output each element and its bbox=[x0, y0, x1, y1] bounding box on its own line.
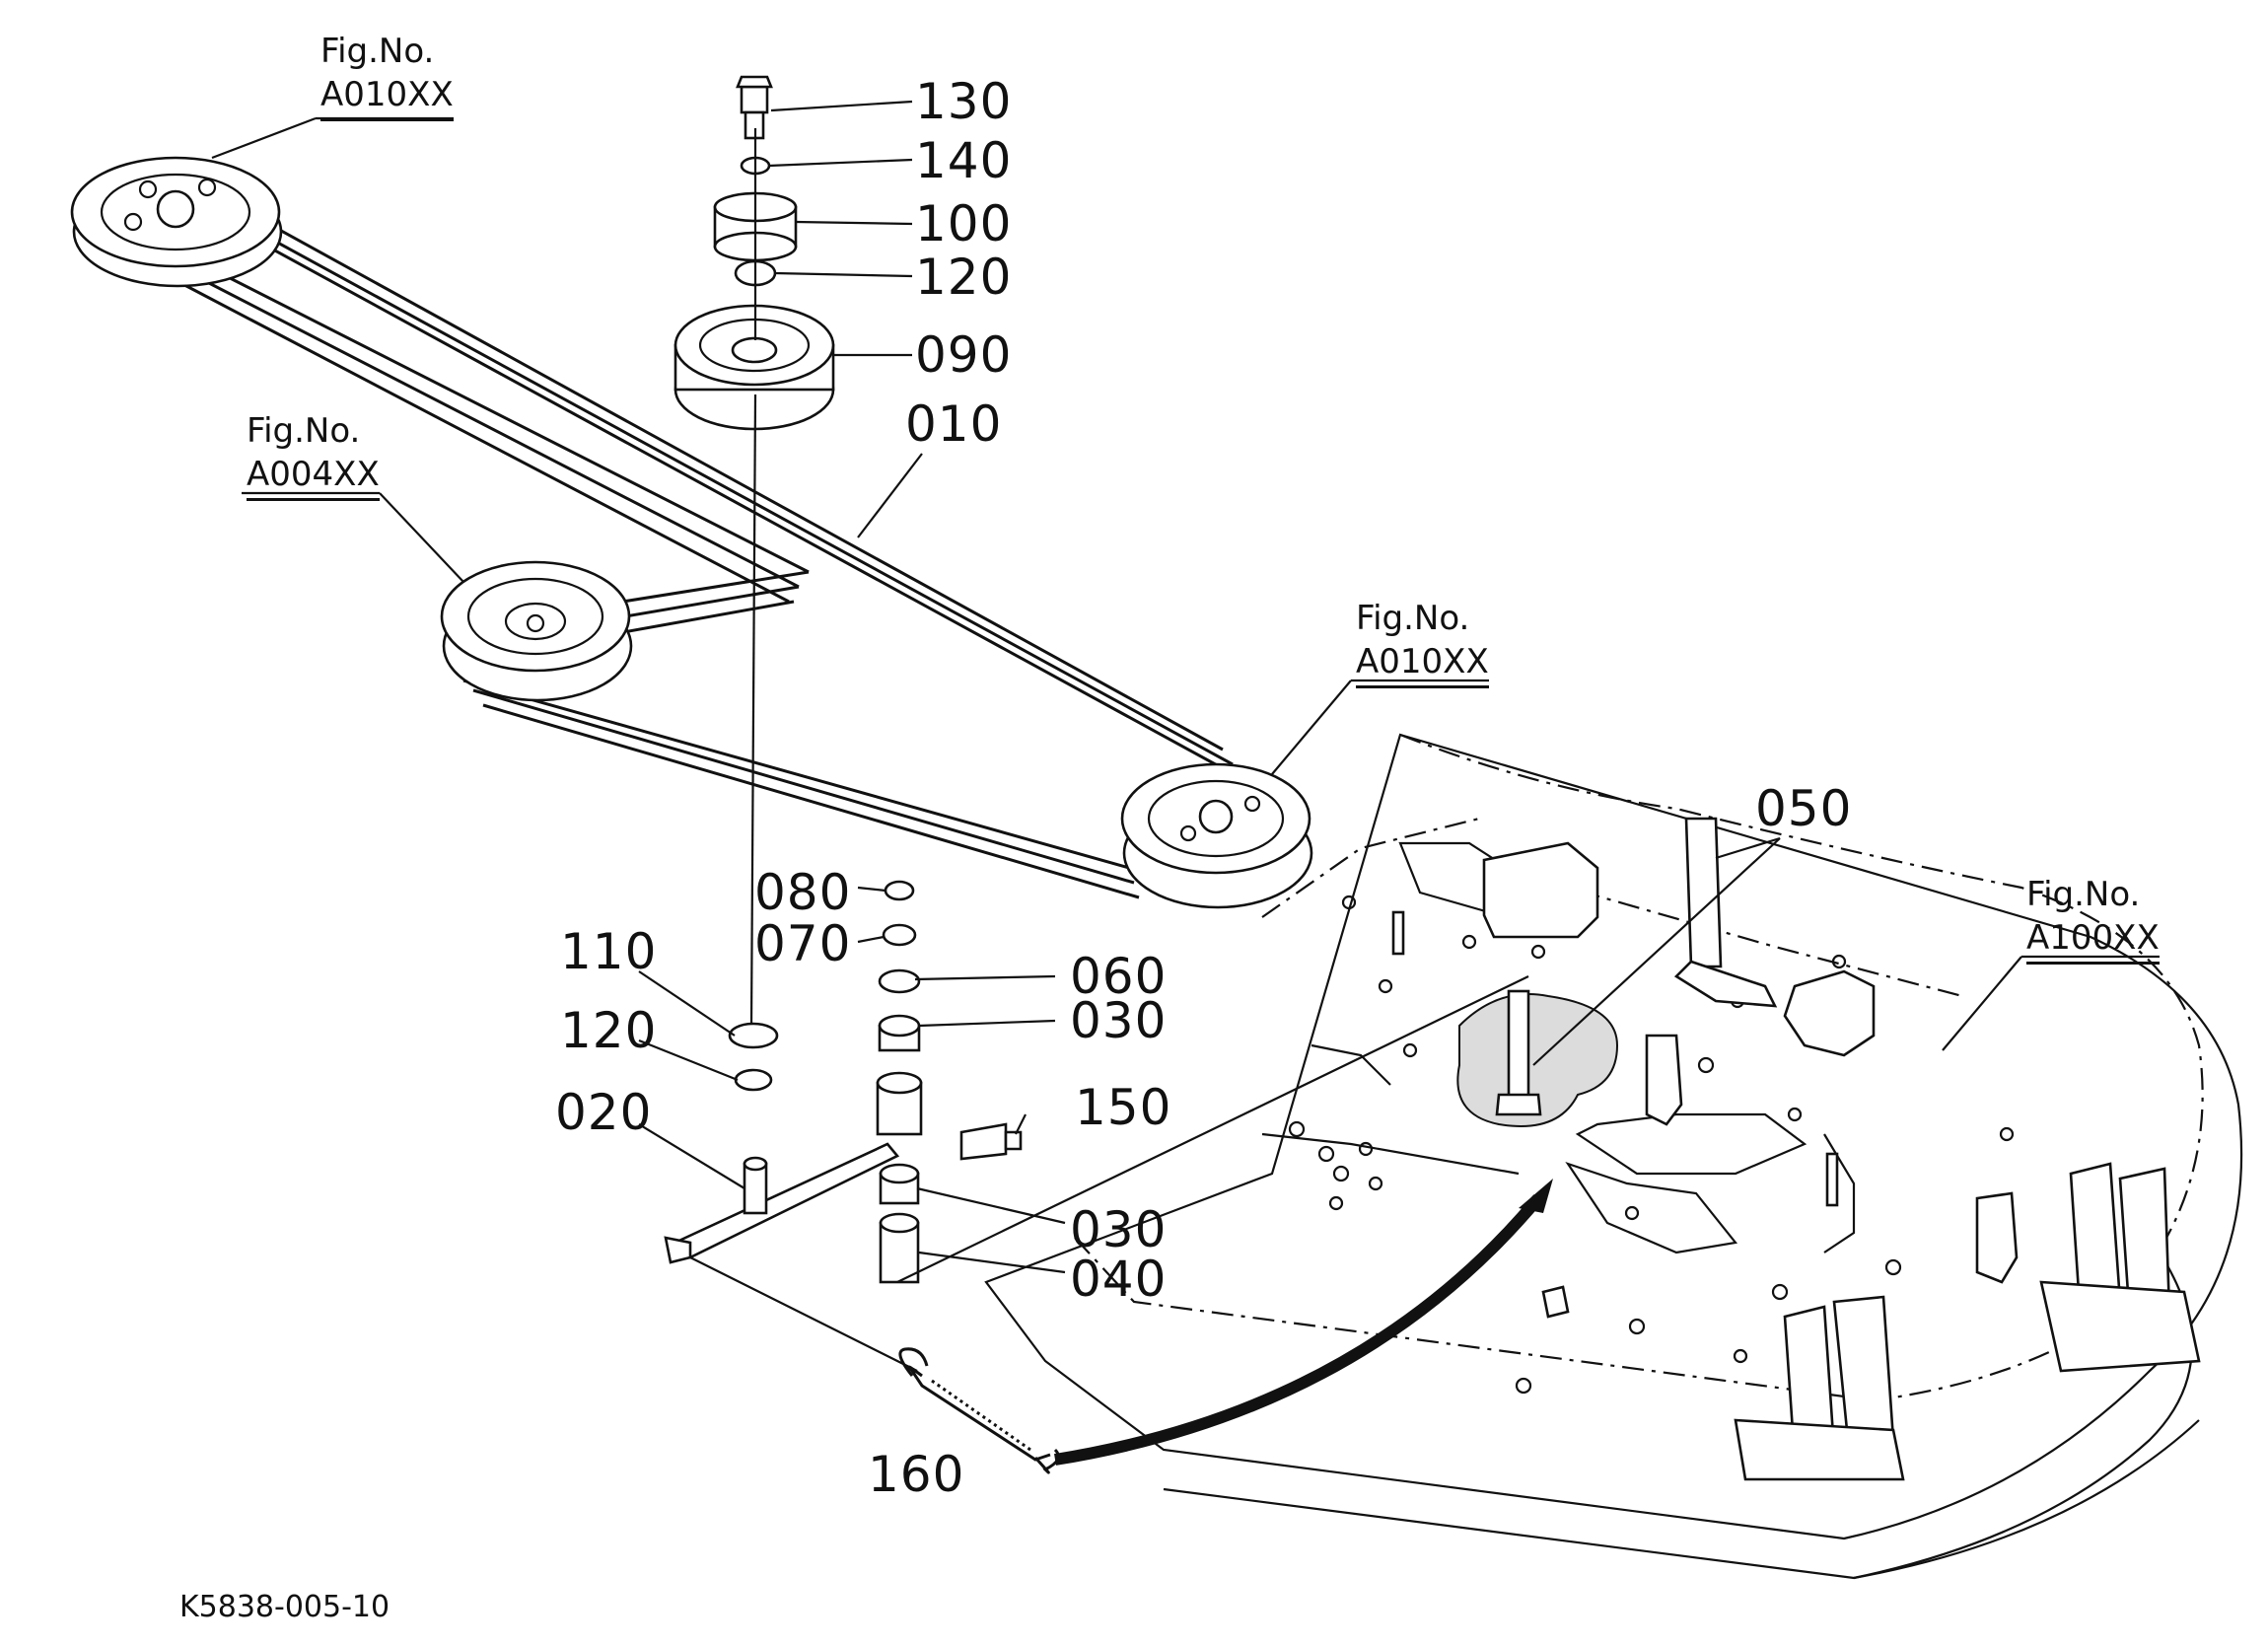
spring-160 bbox=[898, 1179, 1553, 1474]
callout-140: 140 bbox=[915, 132, 1013, 189]
callout-020: 020 bbox=[555, 1084, 653, 1141]
belt bbox=[157, 161, 1243, 899]
callout-130: 130 bbox=[915, 73, 1013, 130]
callout-040: 040 bbox=[1070, 1251, 1168, 1308]
callout-100: 100 bbox=[915, 195, 1013, 252]
leader-lines bbox=[211, 100, 2160, 1372]
fig-ref-a010xx-top: Fig.No. A010XX bbox=[320, 30, 454, 122]
fig-ref-a100xx: Fig.No. A100XX bbox=[2026, 873, 2160, 966]
grease-nipple-150 bbox=[959, 1122, 1023, 1161]
boss-stack bbox=[876, 880, 923, 1284]
washer-110 bbox=[728, 1022, 779, 1049]
pulley-top-left bbox=[70, 156, 283, 288]
callout-160: 160 bbox=[868, 1446, 965, 1503]
callout-010: 010 bbox=[905, 395, 1003, 453]
drawing-code: K5838-005-10 bbox=[179, 1590, 390, 1624]
fig-ref-label: Fig.No. bbox=[247, 411, 361, 451]
callout-060: 060 bbox=[1070, 948, 1168, 1005]
fig-ref-number: A010XX bbox=[1356, 640, 1489, 689]
callout-150: 150 bbox=[1075, 1079, 1172, 1136]
callout-110: 110 bbox=[560, 923, 658, 980]
fig-ref-number: A100XX bbox=[2026, 916, 2160, 966]
fig-ref-number: A004XX bbox=[247, 453, 380, 502]
fig-ref-a010xx-right: Fig.No. A010XX bbox=[1356, 597, 1489, 689]
callout-120-top: 120 bbox=[915, 249, 1013, 306]
fig-ref-label: Fig.No. bbox=[320, 32, 435, 71]
pulley-middle-left bbox=[440, 560, 633, 702]
callout-070: 070 bbox=[754, 915, 852, 972]
fig-ref-label: Fig.No. bbox=[1356, 599, 1470, 638]
callout-030-top: 030 bbox=[1070, 992, 1168, 1049]
callout-080: 080 bbox=[754, 864, 852, 921]
callout-050: 050 bbox=[1755, 780, 1853, 837]
pulley-right bbox=[1120, 762, 1313, 909]
fig-ref-a004xx: Fig.No. A004XX bbox=[247, 409, 380, 502]
callout-030-bottom: 030 bbox=[1070, 1201, 1168, 1258]
bearing-120-bottom bbox=[734, 1068, 773, 1092]
tension-arm-020 bbox=[664, 1142, 900, 1264]
fig-ref-number: A010XX bbox=[320, 73, 454, 122]
fig-ref-label: Fig.No. bbox=[2026, 875, 2141, 914]
callout-120-bottom: 120 bbox=[560, 1002, 658, 1059]
mower-deck bbox=[984, 733, 2243, 1580]
callout-090: 090 bbox=[915, 326, 1013, 384]
